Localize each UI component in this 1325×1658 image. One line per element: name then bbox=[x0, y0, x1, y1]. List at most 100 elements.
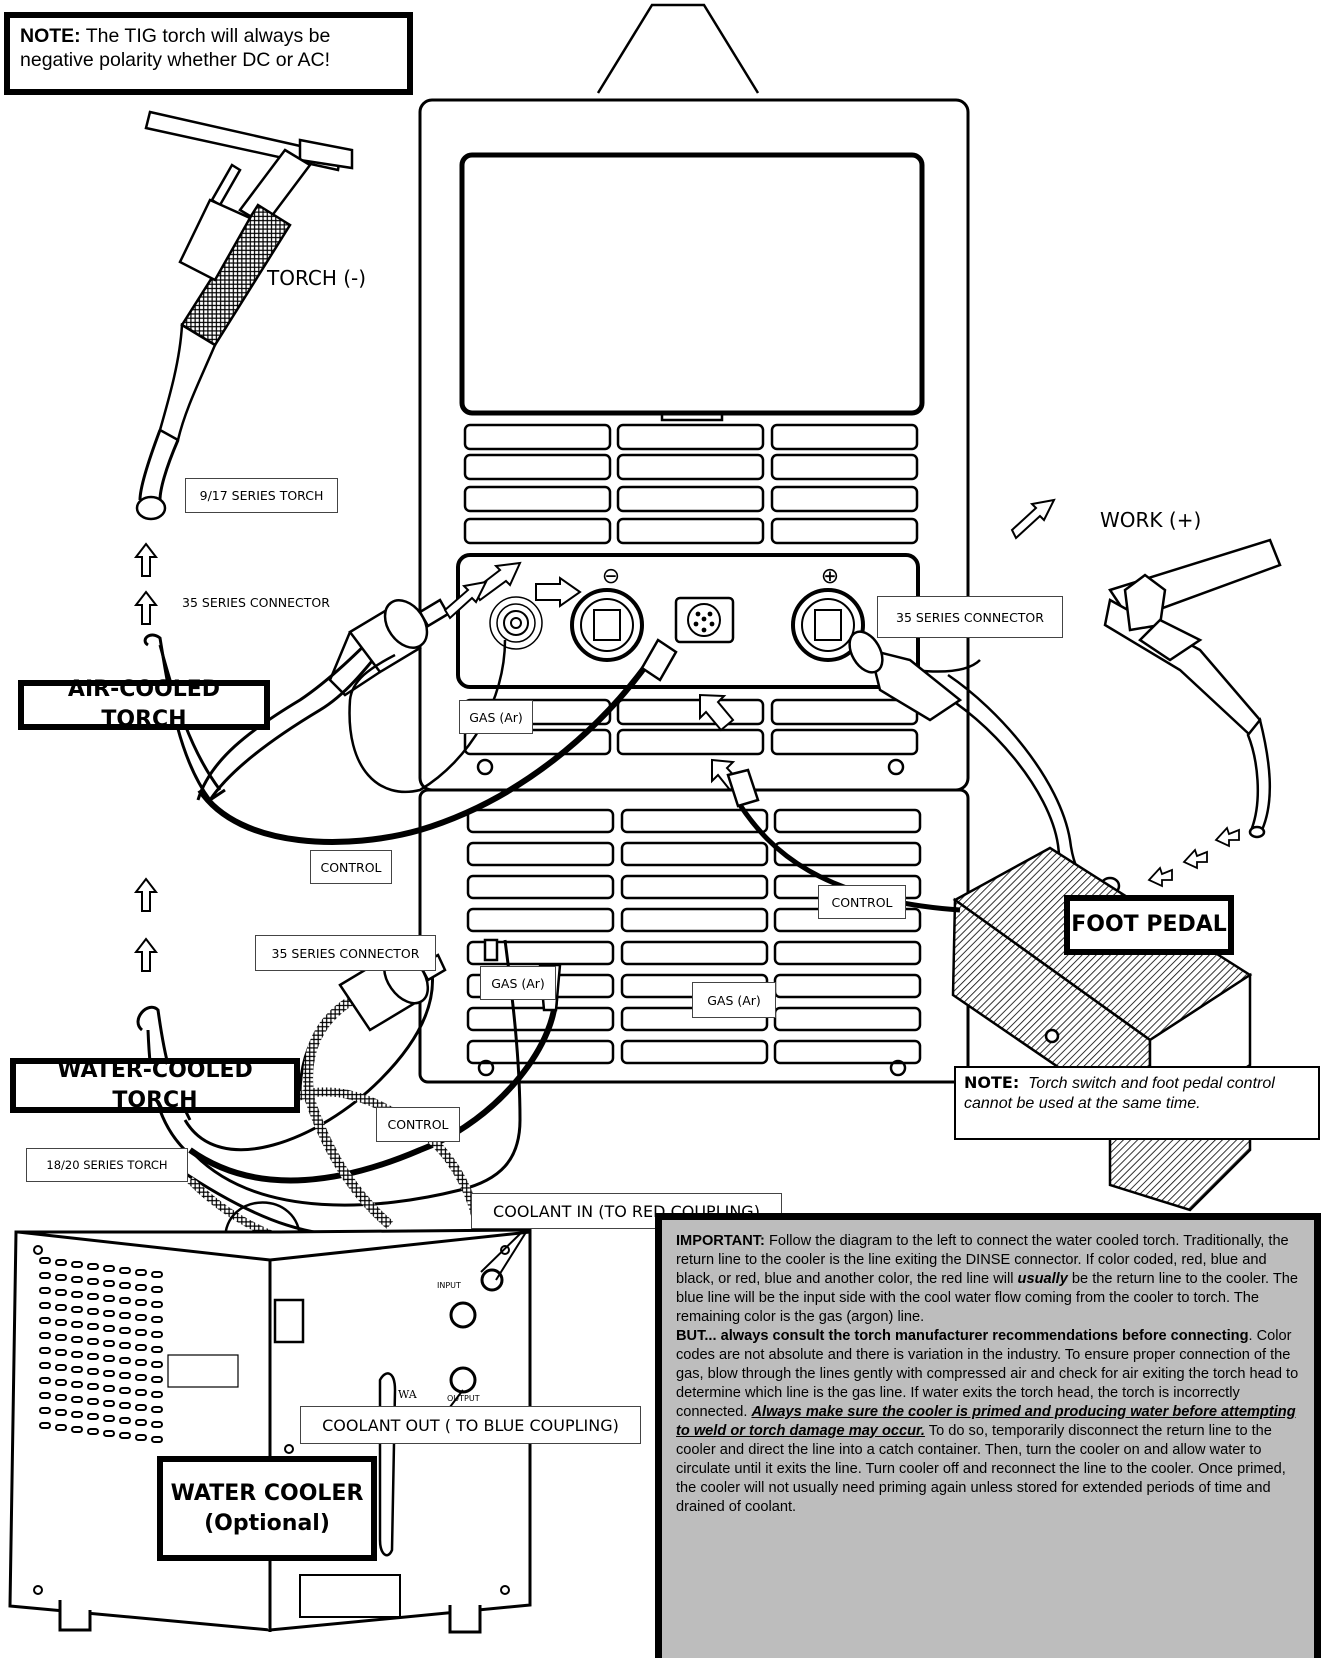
vent-slot bbox=[770, 517, 919, 545]
vent-slot bbox=[55, 1274, 67, 1281]
vent-slot bbox=[135, 1329, 147, 1336]
torch-label: TORCH (-) bbox=[267, 266, 367, 290]
vent-slot bbox=[55, 1364, 67, 1371]
welder-front-panel bbox=[456, 553, 920, 776]
vent-slot bbox=[103, 1370, 115, 1377]
vent-slot bbox=[119, 1372, 131, 1379]
vent-slot bbox=[151, 1316, 163, 1323]
vent-slot bbox=[103, 1340, 115, 1347]
vent-slot bbox=[103, 1310, 115, 1317]
connector-35-right-label: 35 SERIES CONNECTOR bbox=[877, 596, 1063, 638]
vent-slot bbox=[39, 1347, 51, 1354]
vent-slot bbox=[773, 973, 922, 999]
vent-slot bbox=[620, 940, 769, 966]
flow-arrows bbox=[443, 498, 1056, 792]
vent-slot bbox=[103, 1325, 115, 1332]
vent-slot bbox=[620, 841, 769, 867]
connector-35-left-label: 35 SERIES CONNECTOR bbox=[182, 595, 330, 610]
vent-slot bbox=[151, 1406, 163, 1413]
vent-slot bbox=[620, 907, 769, 933]
vent-slot bbox=[466, 1006, 615, 1032]
vent-slot bbox=[151, 1301, 163, 1308]
vent-slot bbox=[55, 1349, 67, 1356]
vent-slot bbox=[55, 1334, 67, 1341]
vent-slot bbox=[773, 940, 922, 966]
important-text-4: To do so, temporarily disconnect the ret… bbox=[676, 1422, 1286, 1515]
vent-slot bbox=[87, 1368, 99, 1375]
vent-slot bbox=[71, 1336, 83, 1343]
vent-slot bbox=[103, 1280, 115, 1287]
vent-slot bbox=[39, 1257, 51, 1264]
gas-label-1: GAS (Ar) bbox=[459, 700, 533, 734]
vent-slot bbox=[119, 1297, 131, 1304]
vent-slot bbox=[87, 1383, 99, 1390]
vent-slot bbox=[103, 1355, 115, 1362]
vent-slot bbox=[55, 1289, 67, 1296]
vent-slot bbox=[616, 517, 765, 545]
water-cooler-subtitle: (Optional) bbox=[204, 1510, 330, 1536]
foot-pedal-label: FOOT PEDAL bbox=[1064, 895, 1234, 955]
vent-slot bbox=[87, 1323, 99, 1330]
vent-slot bbox=[71, 1426, 83, 1433]
vent-slot bbox=[119, 1312, 131, 1319]
water-cooler-title: WATER COOLER bbox=[170, 1480, 364, 1506]
vent-slot bbox=[55, 1319, 67, 1326]
vent-slot bbox=[71, 1411, 83, 1418]
gas-label-3: GAS (Ar) bbox=[692, 982, 776, 1018]
vent-slot bbox=[135, 1344, 147, 1351]
vent-slot bbox=[770, 728, 919, 756]
vent-slot bbox=[773, 841, 922, 867]
vent-slot bbox=[135, 1314, 147, 1321]
vent-slot bbox=[466, 907, 615, 933]
vent-slot bbox=[119, 1417, 131, 1424]
cooler-input-label: INPUT bbox=[437, 1281, 461, 1290]
cooler-output-label: OUTPUT bbox=[447, 1394, 480, 1403]
vent-slot bbox=[135, 1389, 147, 1396]
vent-slot bbox=[620, 1039, 769, 1065]
connector-35-water-label: 35 SERIES CONNECTOR bbox=[255, 935, 436, 971]
vent-slot bbox=[119, 1402, 131, 1409]
lower-vent-slots bbox=[466, 808, 922, 1065]
vent-slot bbox=[620, 808, 769, 834]
vent-slot bbox=[135, 1269, 147, 1276]
vent-slot bbox=[616, 728, 765, 756]
vent-slot bbox=[770, 485, 919, 513]
vent-slot bbox=[119, 1432, 131, 1439]
vent-slot bbox=[103, 1430, 115, 1437]
vent-slot bbox=[87, 1428, 99, 1435]
vent-slot bbox=[616, 423, 765, 451]
vent-slot bbox=[103, 1265, 115, 1272]
vent-slot bbox=[773, 1006, 922, 1032]
polarity-plus-symbol: ⊕ bbox=[821, 564, 839, 589]
vent-slot bbox=[39, 1392, 51, 1399]
vent-slot bbox=[71, 1366, 83, 1373]
vent-slot bbox=[463, 728, 612, 756]
vent-slot bbox=[119, 1357, 131, 1364]
vent-slot bbox=[71, 1396, 83, 1403]
vent-slot bbox=[770, 453, 919, 481]
vent-slot bbox=[151, 1376, 163, 1383]
control-plug-pedal bbox=[726, 768, 760, 808]
vent-slot bbox=[770, 423, 919, 451]
vent-slot bbox=[55, 1409, 67, 1416]
vent-slot bbox=[103, 1415, 115, 1422]
vent-slot bbox=[151, 1361, 163, 1368]
note-text: Torch switch and foot pedal control cann… bbox=[964, 1075, 1275, 1112]
work-label: WORK (+) bbox=[1100, 508, 1202, 532]
vent-slot bbox=[39, 1362, 51, 1369]
coolant-in-label: COOLANT IN (TO RED COUPLING) bbox=[471, 1193, 782, 1229]
vent-slot bbox=[119, 1327, 131, 1334]
vent-slot bbox=[616, 485, 765, 513]
vent-slot bbox=[39, 1287, 51, 1294]
vent-slot bbox=[39, 1407, 51, 1414]
cooler-wa-label: WA bbox=[398, 1388, 418, 1401]
torch-series-18-20-label: 18/20 SERIES TORCH bbox=[26, 1148, 188, 1182]
dinse-connector-right bbox=[848, 630, 963, 722]
vent-slot bbox=[87, 1263, 99, 1270]
vent-slot bbox=[463, 423, 612, 451]
polarity-minus-symbol: ⊖ bbox=[602, 564, 620, 589]
important-text: IMPORTANT: Follow the diagram to the lef… bbox=[676, 1232, 1302, 1517]
gas-label-2: GAS (Ar) bbox=[480, 966, 556, 1000]
note-text: The TIG torch will always be negative po… bbox=[20, 25, 331, 72]
vent-slot bbox=[87, 1338, 99, 1345]
